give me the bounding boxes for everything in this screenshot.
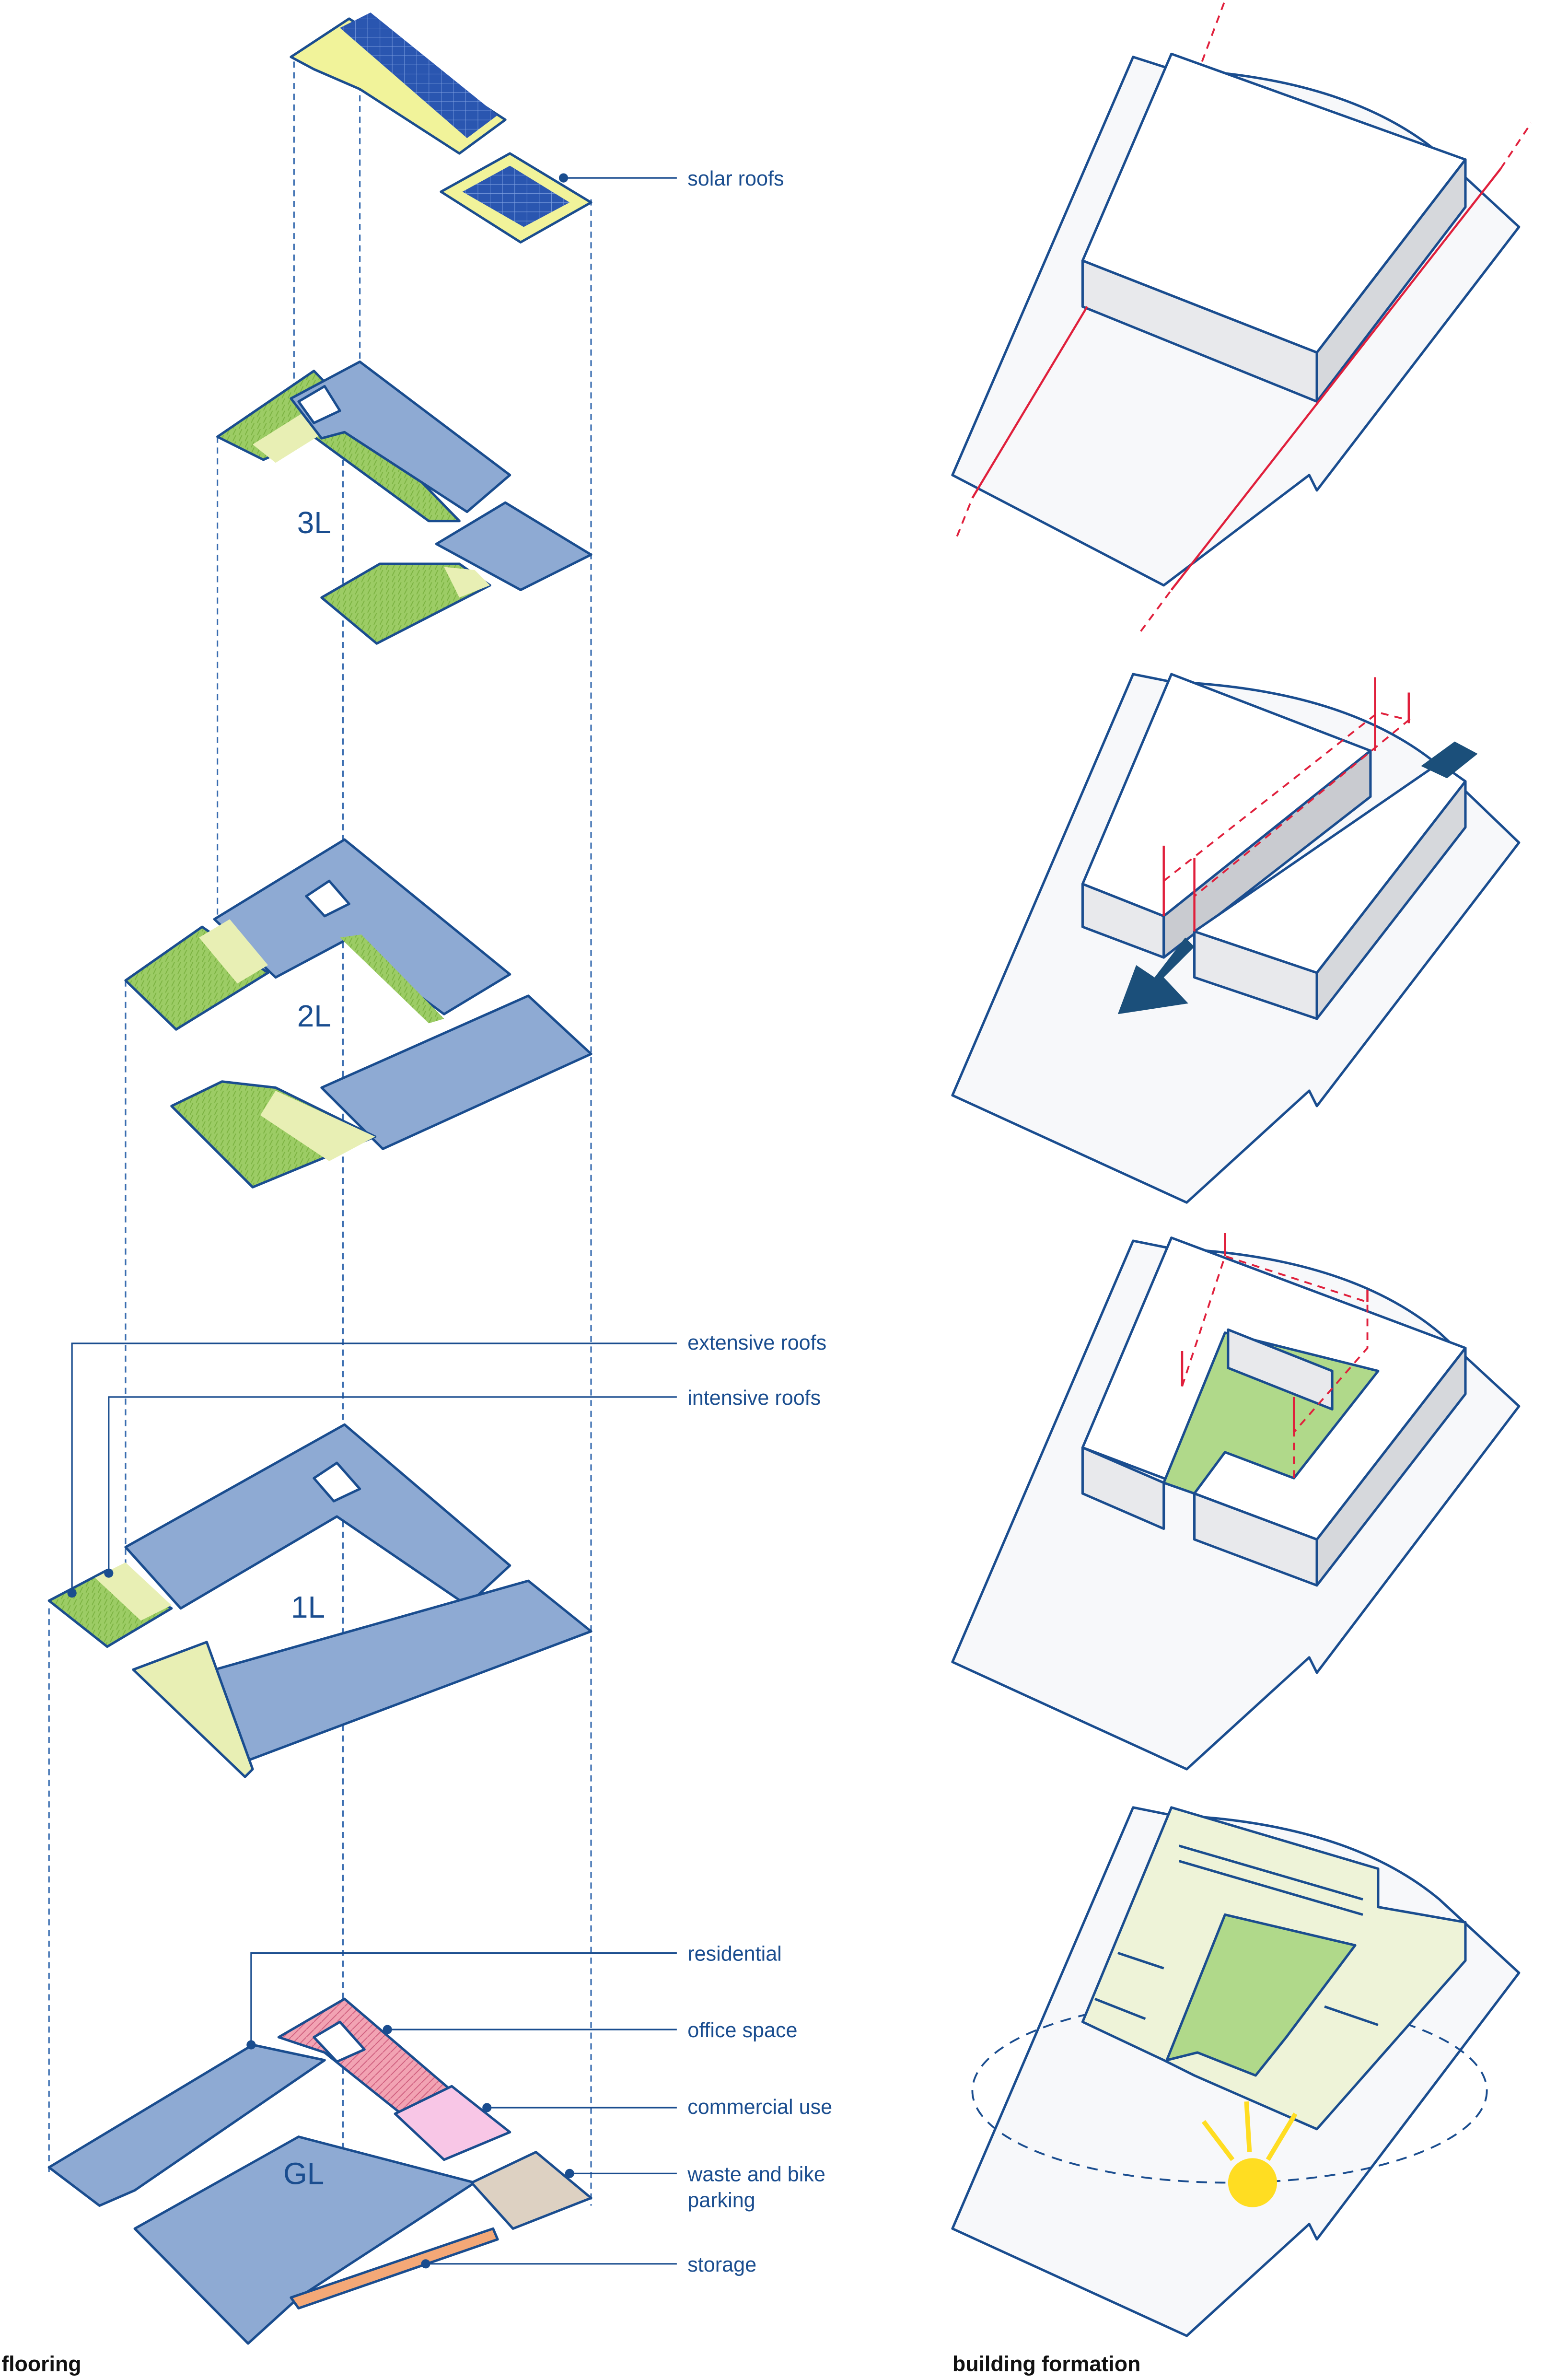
label-storage: storage	[687, 2253, 756, 2276]
floor-label-GL: GL	[283, 2157, 324, 2191]
formation-step-4	[951, 1806, 1521, 2337]
label-solar-roofs: solar roofs	[687, 167, 784, 190]
sun-icon	[1228, 2158, 1278, 2207]
floor-label-2L: 2L	[297, 999, 331, 1033]
floor-1L: 1L	[47, 1423, 592, 1778]
label-residential: residential	[687, 1942, 782, 1965]
formation-step-2	[951, 673, 1521, 1204]
floor-label-1L: 1L	[291, 1590, 325, 1624]
legend-labels: solar roofs extensive roofs intensive ro…	[67, 167, 832, 2276]
formation-diagram: building formation	[951, 0, 1532, 2376]
caption-building-formation: building formation	[952, 2352, 1140, 2376]
label-waste-bike-2: parking	[687, 2189, 755, 2212]
floor-label-3L: 3L	[297, 505, 331, 540]
formation-step-3	[951, 1233, 1521, 1771]
label-office-space: office space	[687, 2019, 797, 2042]
floor-3L: 3L	[216, 360, 592, 645]
caption-flooring: flooring	[1, 2352, 81, 2376]
solar-roof-layer	[290, 12, 592, 244]
floor-GL: GL	[47, 1997, 592, 2345]
formation-step-1	[951, 0, 1532, 632]
label-extensive-roofs: extensive roofs	[687, 1331, 826, 1354]
label-commercial-use: commercial use	[687, 2096, 832, 2119]
label-waste-bike-1: waste and bike	[687, 2163, 825, 2186]
label-intensive-roofs: intensive roofs	[687, 1387, 821, 1410]
flooring-diagram: 3L 2L 1L	[1, 12, 832, 2376]
wind-arrow-in	[1421, 741, 1478, 779]
wind-arrow-out	[1117, 937, 1195, 1015]
floor-2L: 2L	[124, 838, 592, 1189]
projection-lines	[48, 61, 592, 2206]
